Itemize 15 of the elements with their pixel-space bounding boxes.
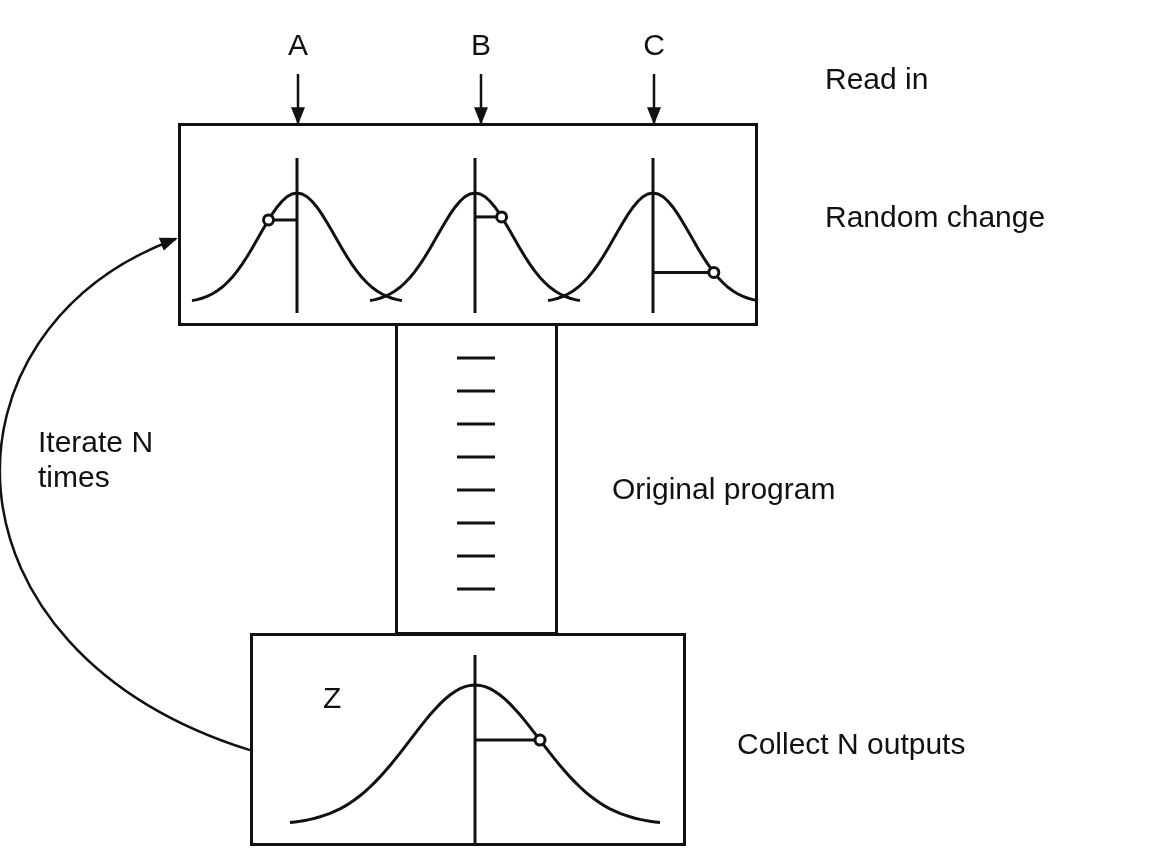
input-label: B	[465, 28, 497, 68]
annotation-text: Original program	[612, 472, 836, 507]
arrow	[291, 74, 305, 125]
program-box	[395, 323, 558, 635]
annotation-text: Collect N outputs	[737, 727, 966, 762]
annotation-text: Read in	[825, 62, 929, 97]
arrow	[0, 237, 251, 752]
input-label: C	[638, 28, 670, 68]
arrow	[474, 74, 488, 125]
variable-label: Z	[323, 681, 342, 716]
distribution-panel	[178, 123, 758, 326]
input-label: A	[282, 28, 314, 68]
annotation-text: Random change	[825, 200, 1046, 235]
output-panel	[250, 633, 686, 846]
arrow	[647, 74, 661, 125]
